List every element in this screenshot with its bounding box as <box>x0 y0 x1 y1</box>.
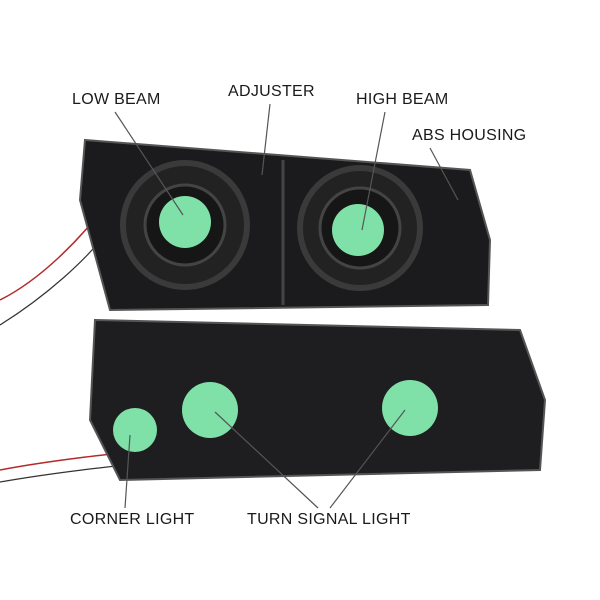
label-adjuster: ADJUSTER <box>228 83 315 100</box>
high-beam-bulb <box>332 204 384 256</box>
turn-signal-bulb-right <box>382 380 438 436</box>
label-low-beam: LOW BEAM <box>72 91 161 108</box>
label-abs-housing: ABS HOUSING <box>412 127 527 144</box>
turn-signal-bulb-left <box>182 382 238 438</box>
low-beam-bulb <box>159 196 211 248</box>
lower-housing <box>88 318 547 482</box>
corner-light-bulb <box>113 408 157 452</box>
leader-lines <box>114 103 459 509</box>
label-high-beam: HIGH BEAM <box>356 91 449 108</box>
label-turn-signal-light: TURN SIGNAL LIGHT <box>247 511 411 528</box>
label-corner-light: CORNER LIGHT <box>70 511 195 528</box>
